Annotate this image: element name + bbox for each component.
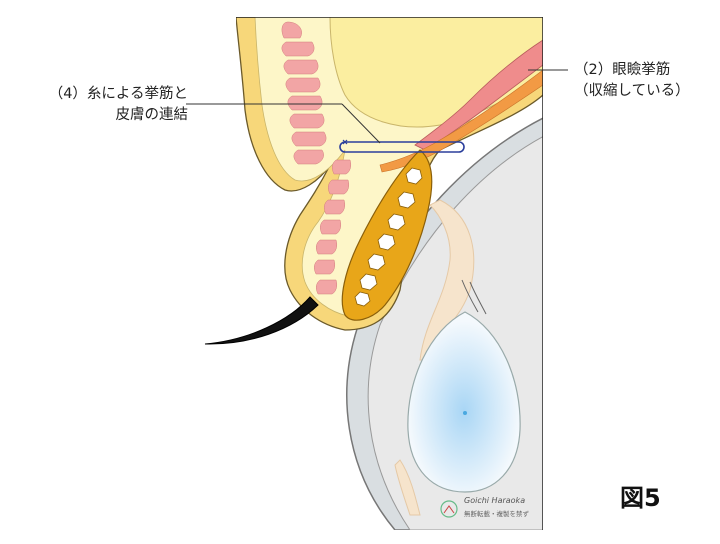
credit-watermark: Goichi Haraoka 無断転載・複製を禁ず [440, 496, 550, 522]
cornea-lens [407, 311, 521, 493]
levator-aponeurosis [379, 69, 543, 173]
eyelash [204, 296, 319, 345]
fiber-line [461, 279, 479, 313]
credit-note: 無断転載・複製を禁ず [464, 510, 529, 518]
credit-logo-icon [440, 500, 458, 518]
lens-center [463, 411, 467, 415]
orbicularis-pretarsal [314, 159, 352, 295]
fiber-line [469, 281, 487, 315]
label-levator: （2）眼瞼挙筋 （収縮している） [574, 60, 690, 102]
fornix-tissue-lower [394, 459, 421, 516]
label-right-line2: （収縮している） [574, 83, 690, 99]
label-left-line2: 皮膚の連結 [115, 107, 189, 123]
suture-knot [342, 139, 348, 145]
credit-name: Goichi Haraoka [464, 496, 526, 505]
orbicularis-upper [281, 21, 327, 165]
figure-label: 図5 [620, 484, 661, 512]
leader-line-left-diag [341, 103, 381, 144]
label-left-line1: （4）糸による挙筋と [48, 86, 188, 102]
levator-muscle [414, 39, 543, 151]
label-suture-connection: （4）糸による挙筋と 皮膚の連結 [8, 84, 188, 126]
credit-logo-mark [443, 505, 455, 514]
suture-loop [339, 139, 465, 153]
meibomian-glands [354, 167, 423, 307]
label-right-line1: （2）眼瞼挙筋 [574, 62, 671, 78]
